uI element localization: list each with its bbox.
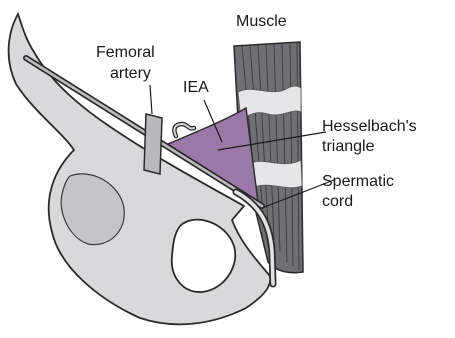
label-hesselbach-line2: triangle bbox=[322, 138, 375, 155]
label-femoral-line1: Femoral bbox=[96, 44, 155, 61]
femoral-artery bbox=[144, 114, 162, 174]
label-hesselbach-line1: Hesselbach's bbox=[322, 118, 417, 135]
leader-femoral bbox=[150, 85, 152, 114]
label-iea: IEA bbox=[183, 79, 209, 96]
label-spermatic-line2: cord bbox=[322, 193, 353, 210]
label-spermatic-line1: Spermatic bbox=[322, 173, 394, 190]
label-muscle: Muscle bbox=[236, 13, 287, 30]
label-femoral-line2: artery bbox=[110, 65, 151, 82]
